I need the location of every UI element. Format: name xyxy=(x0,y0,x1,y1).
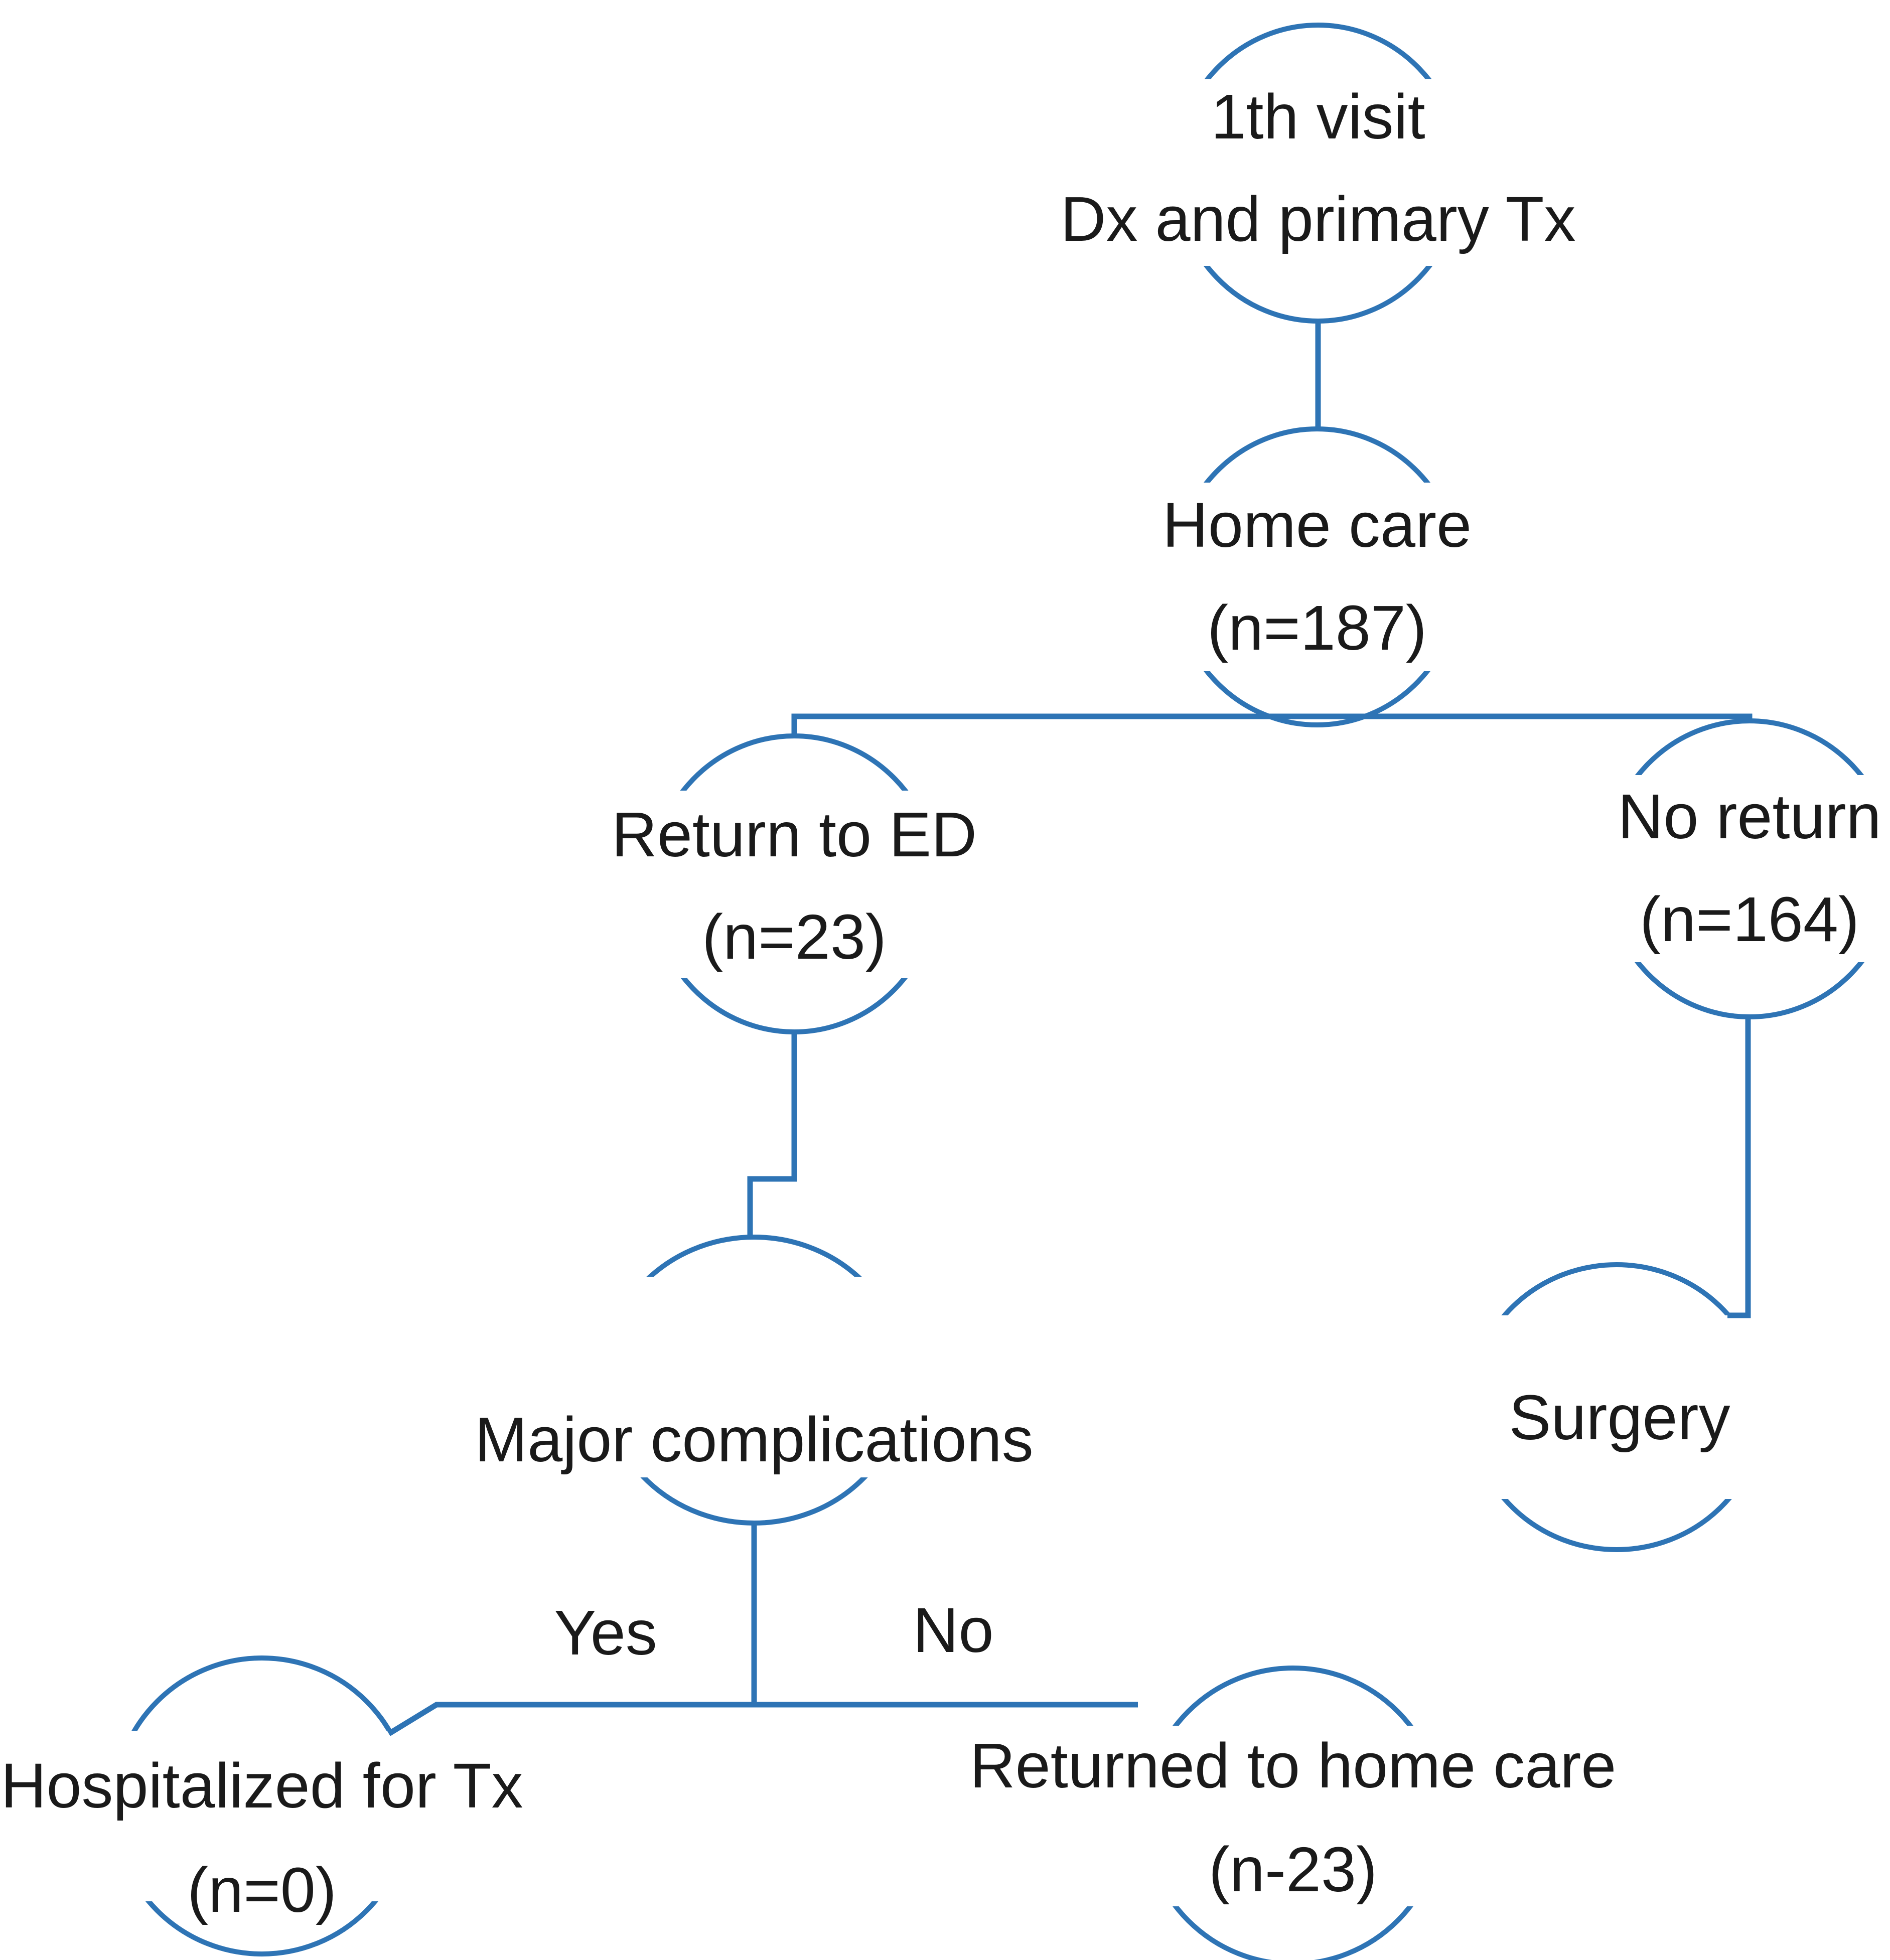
node-no-return-line2: (n=164) xyxy=(1640,884,1859,955)
node-surgery-line1: Surgery xyxy=(1509,1382,1730,1453)
connector-no-return-to-surgery xyxy=(1727,1017,1751,1318)
text-mask-no-return xyxy=(1602,775,1890,962)
node-no-return-line1: No return xyxy=(1618,781,1881,852)
text-mask-return-to-ed xyxy=(630,791,959,978)
node-first-visit-line2: Dx and primary Tx xyxy=(1060,184,1576,254)
text-mask-returned-to-home-care xyxy=(978,1726,1608,1906)
node-returned-to-home-care-line2: (n-23) xyxy=(1208,1834,1378,1905)
node-hospitalized-for-tx-line2: (n=0) xyxy=(187,1855,337,1925)
text-mask-hospitalized-for-tx xyxy=(9,1731,515,1901)
node-hospitalized-for-tx-line1: Hospitalized for Tx xyxy=(1,1750,523,1821)
node-first-visit-line1: 1th visit xyxy=(1211,81,1425,152)
text-mask-home-care xyxy=(1167,483,1468,671)
node-return-to-ed-line1: Return to ED xyxy=(611,799,977,870)
text-mask-first-visit xyxy=(1054,79,1585,266)
connector-yes-no-branch xyxy=(387,1702,1138,1736)
node-return-to-ed-line2: (n=23) xyxy=(702,901,887,972)
branch-label-no: No xyxy=(913,1595,994,1666)
connector-return-to-ed-to-major-complications xyxy=(747,1032,797,1238)
node-returned-to-home-care-line1: Returned to home care xyxy=(969,1730,1617,1801)
connector-home-care-branch xyxy=(791,713,1753,736)
node-home-care-line1: Home care xyxy=(1162,490,1472,560)
branch-label-yes: Yes xyxy=(554,1597,657,1668)
text-mask-surgery xyxy=(1465,1315,1768,1499)
node-home-care-line2: (n=187) xyxy=(1207,592,1427,663)
node-major-complications-line1: Major complications xyxy=(475,1404,1034,1475)
text-mask-major-complications xyxy=(472,1277,1037,1477)
